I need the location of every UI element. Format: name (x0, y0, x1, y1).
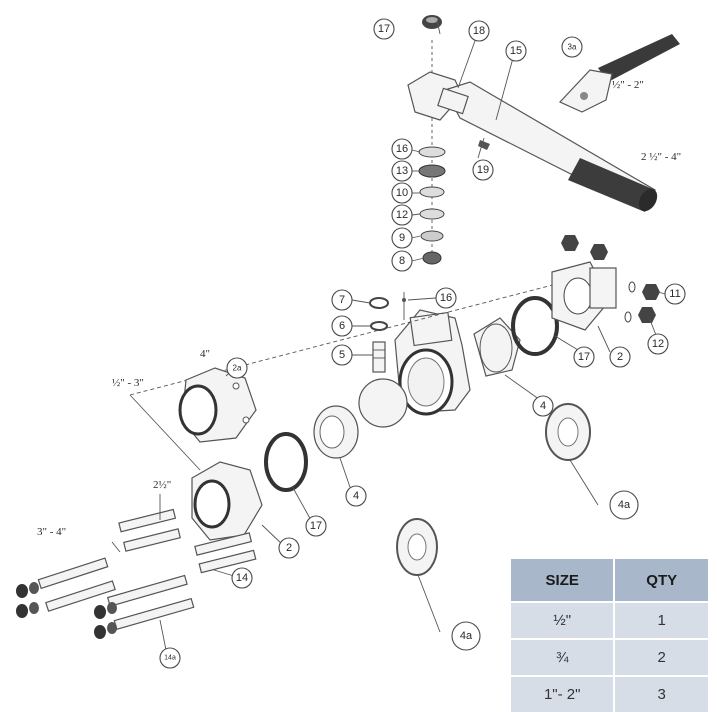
body-pin (402, 292, 406, 320)
callout-17-top: 17 (373, 18, 395, 40)
end-cap-right (551, 261, 617, 331)
size-cell: ¾ (511, 638, 614, 675)
callout-13: 13 (391, 160, 413, 182)
table-row: ½" 1 (511, 601, 708, 638)
seat-right (473, 317, 521, 377)
seal-ring-right (545, 403, 591, 461)
qty-cell: 2 (613, 638, 708, 675)
ball (358, 378, 408, 428)
svg-text:13: 13 (396, 165, 408, 177)
svg-text:19: 19 (477, 164, 489, 176)
callout-14: 14 (231, 567, 253, 589)
bolt-large-label: 3" - 4" (37, 526, 66, 538)
stem-parts (369, 297, 389, 373)
callout-4-right: 4 (532, 395, 554, 417)
qty-cell: 1 (613, 601, 708, 638)
callout-2a: 2a (226, 357, 248, 379)
size-cell: 1"- 2" (511, 675, 614, 712)
svg-text:11: 11 (669, 288, 680, 300)
callout-4a-bottom: 4a (451, 621, 481, 651)
svg-text:14a: 14a (164, 655, 176, 662)
svg-text:17: 17 (310, 520, 322, 532)
end-cap-left (191, 461, 263, 541)
svg-text:4a: 4a (460, 630, 473, 642)
callout-17-right: 17 (573, 346, 595, 368)
callout-16-body: 16 (435, 287, 457, 309)
callout-6: 6 (331, 315, 353, 337)
svg-text:4: 4 (540, 400, 546, 412)
bolts-left (37, 508, 257, 631)
leader-lines (111, 19, 666, 651)
handle (407, 71, 658, 212)
callout-14a: 14a (159, 647, 181, 669)
handle-stop-screw (477, 137, 490, 159)
table-row: 1"- 2" 3 (511, 675, 708, 712)
svg-text:18: 18 (473, 25, 485, 37)
size-column-header: SIZE (511, 559, 614, 601)
seal-ring-bottom (396, 518, 438, 576)
svg-text:4a: 4a (618, 499, 631, 511)
svg-text:16: 16 (440, 292, 452, 304)
callout-17-left: 17 (305, 515, 327, 537)
svg-text:4: 4 (353, 490, 359, 502)
size-quantity-table: SIZE QTY ½" 1 ¾ 2 1"- 2" 3 (511, 559, 708, 712)
callout-8: 8 (391, 250, 413, 272)
svg-text:3a: 3a (568, 43, 577, 52)
small-handle-inset (558, 34, 680, 113)
svg-text:8: 8 (399, 255, 405, 267)
flange-small-range-label: ½" - 3" (112, 377, 144, 389)
valve-body (394, 309, 471, 416)
right-nuts (561, 235, 660, 323)
svg-text:7: 7 (339, 294, 345, 306)
seat-middle (313, 405, 359, 459)
callout-5: 5 (331, 344, 353, 366)
svg-text:2: 2 (617, 351, 623, 363)
flange-4in (178, 367, 257, 443)
callout-4-middle: 4 (345, 485, 367, 507)
svg-text:5: 5 (339, 349, 345, 361)
handle-small-range-label: ½" - 2" (612, 79, 644, 91)
callout-10: 10 (391, 182, 413, 204)
callout-3a-top: 3a (561, 36, 583, 58)
svg-text:17: 17 (378, 23, 390, 35)
svg-text:9: 9 (399, 232, 405, 244)
gaskets (264, 296, 559, 492)
table-header-row: SIZE QTY (511, 559, 708, 601)
callout-15: 15 (505, 40, 527, 62)
callout-12-right: 12 (647, 333, 669, 355)
svg-text:2: 2 (286, 542, 292, 554)
callout-18: 18 (468, 20, 490, 42)
flange-large-label: 4" (200, 348, 210, 360)
qty-cell: 3 (613, 675, 708, 712)
callout-9: 9 (391, 227, 413, 249)
callout-16-stack: 16 (391, 138, 413, 160)
center-axis (129, 269, 611, 396)
callout-11: 11 (664, 283, 686, 305)
svg-text:12: 12 (396, 209, 408, 221)
svg-text:16: 16 (396, 143, 408, 155)
svg-text:15: 15 (510, 45, 522, 57)
svg-text:17: 17 (578, 351, 590, 363)
svg-text:2a: 2a (233, 364, 242, 373)
svg-text:6: 6 (339, 320, 345, 332)
callout-12-stack: 12 (391, 204, 413, 226)
nuts-left (16, 582, 117, 639)
size-cell: ½" (511, 601, 614, 638)
handle-nut (422, 15, 442, 29)
svg-text:14: 14 (236, 572, 248, 584)
handle-large-range-label: 2 ½" - 4" (641, 151, 681, 163)
qty-column-header: QTY (613, 559, 708, 601)
svg-text:12: 12 (652, 338, 664, 350)
bolt-mid-label: 2½" (153, 479, 171, 491)
table-row: ¾ 2 (511, 638, 708, 675)
callout-2-left: 2 (278, 537, 300, 559)
callout-19: 19 (472, 159, 494, 181)
svg-text:10: 10 (396, 187, 408, 199)
callout-7: 7 (331, 289, 353, 311)
stem-washers (418, 146, 446, 265)
callout-2-right: 2 (609, 346, 631, 368)
callout-4a-right: 4a (609, 490, 639, 520)
